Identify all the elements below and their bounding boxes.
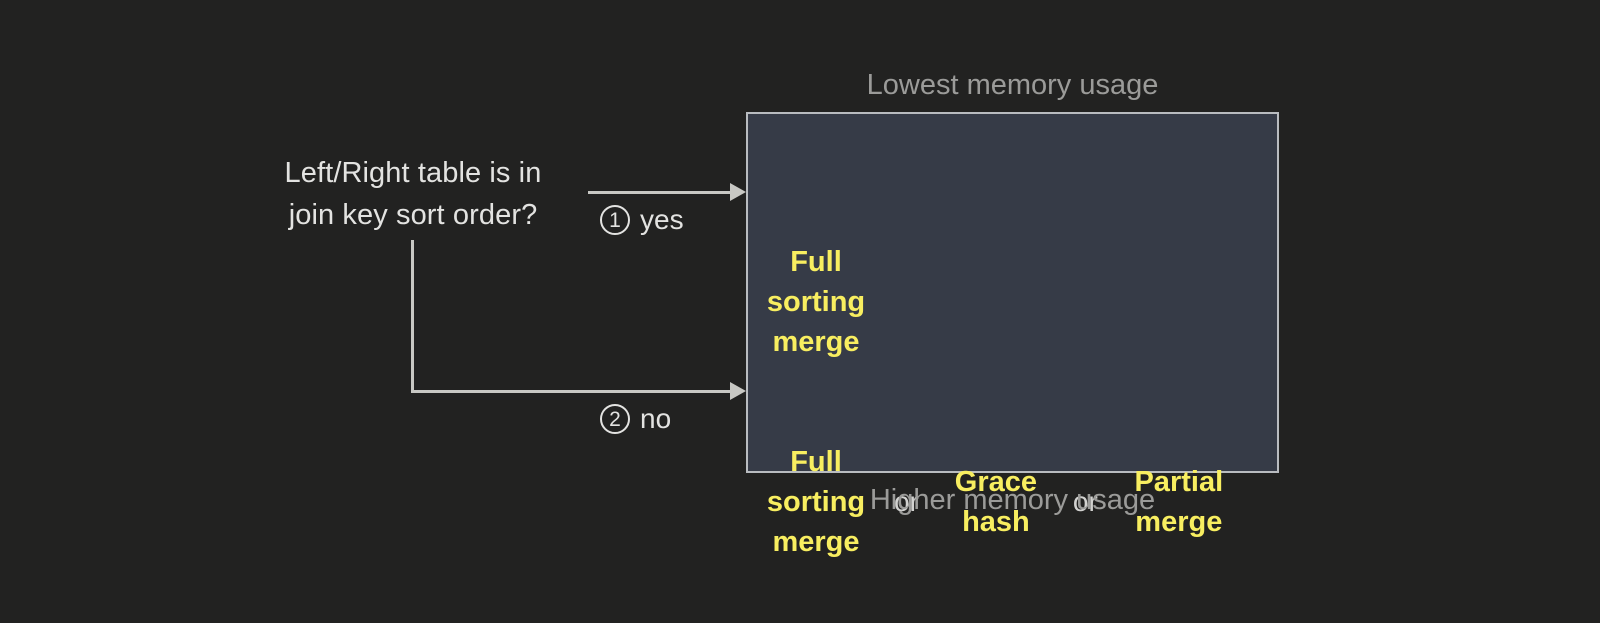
branch-2-connector-horizontal [411,390,733,393]
branch-label-no: 2 no [600,402,671,436]
branch-text-no: no [640,403,672,434]
outcome-separator-or-2: or [1072,486,1098,517]
outcome-option-full-sorting-merge: Full sorting merge [766,446,866,558]
branch-number-1: 1 [600,205,630,235]
caption-lowest-memory: Lowest memory usage [866,69,1159,101]
branch-text-yes: yes [640,204,684,235]
decision-question: Left/Right table is in join key sort ord… [284,157,542,231]
outcome-box: Full sorting merge Full sorting merge or… [746,112,1281,558]
branch-2-arrowhead [730,382,746,400]
branch-1-connector-line [588,191,733,194]
outcome-row-no: Full sorting merge or Grace hash or Part… [748,442,1281,562]
outcome-separator-or-1: or [894,486,919,517]
outcome-row-yes: Full sorting merge [748,242,1281,362]
branch-number-2: 2 [600,404,630,434]
caption-higher-memory: Higher memory usage [869,484,1156,516]
outcome-option-partial-merge: Partial merge [1134,466,1224,538]
branch-2-connector-vertical [411,240,414,393]
outcome-option-full-sorting-merge-top: Full sorting merge [766,246,866,358]
branch-1-arrowhead [730,183,746,201]
outcome-option-grace-hash: Grace hash [954,466,1038,538]
branch-label-yes: 1 yes [600,203,684,237]
